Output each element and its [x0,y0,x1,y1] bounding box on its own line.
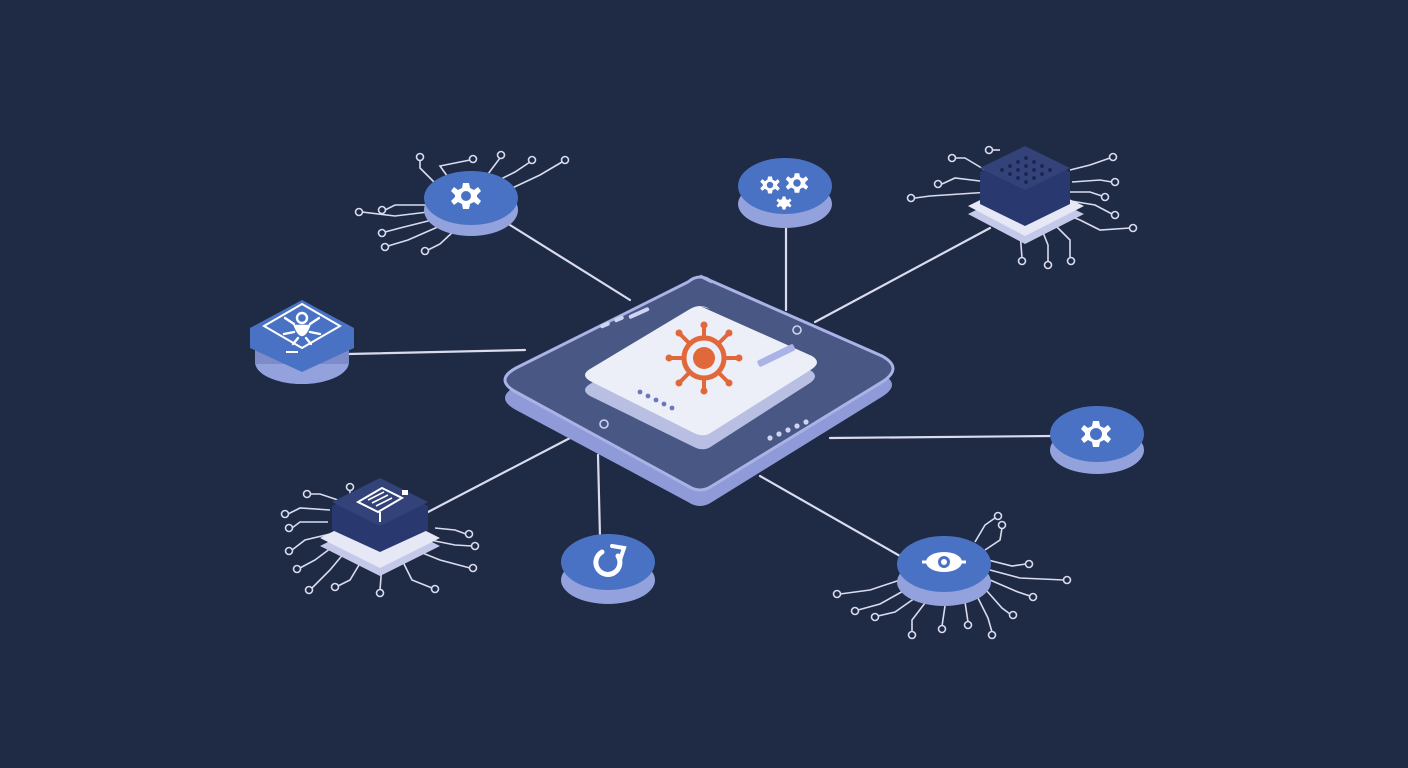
connector-bottom [596,453,602,539]
gear-icon [1081,421,1111,447]
connector-bottom-right [758,474,902,558]
connector-top-right [813,226,992,324]
eye-icon [922,552,966,572]
card-dots [637,344,796,411]
eye-node-bottom-right [832,511,1072,640]
document-icon [355,486,408,522]
chip-node-top-right [906,145,1138,270]
central-card [585,306,817,436]
gear-icon [451,183,481,209]
hub-edge-dots [599,307,809,441]
central-hub [503,274,895,506]
virus-gear-icon [665,321,743,395]
document-chip-node-bottom-left [280,478,480,598]
connector-right [828,434,1054,440]
gears-node-top [738,158,832,228]
bug-icon [282,311,322,346]
connector-bottom-left [426,436,572,514]
double-gear-icon [760,173,809,210]
bug-node-left [250,300,354,384]
refresh-icon [593,544,627,577]
connector-top-left [508,223,632,302]
gear-node-right [1050,406,1144,474]
gear-node-top-left [354,150,570,256]
circuit-traces [839,517,1065,633]
connector-left [346,348,527,356]
connector-lines [346,223,1054,558]
refresh-node-bottom [561,534,655,604]
grid-icon [1000,156,1052,184]
